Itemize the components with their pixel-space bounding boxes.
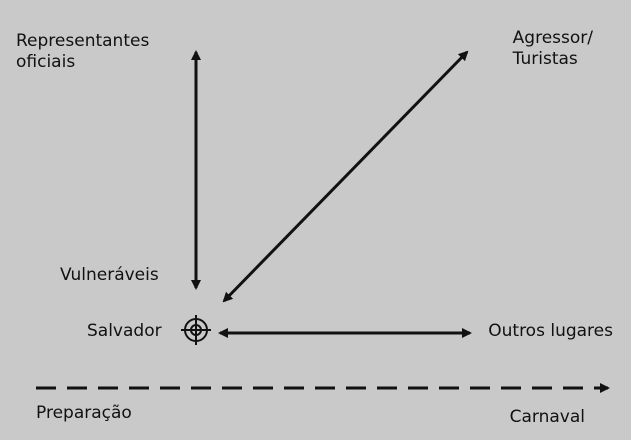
crosshair-target-icon xyxy=(181,315,211,345)
label-outros-lugares: Outros lugares xyxy=(488,321,613,341)
label-representantes-oficiais: Representantes oficiais xyxy=(16,31,149,73)
label-agressor-line1: Agressor/ xyxy=(512,28,593,48)
label-agressor-line2: Turistas xyxy=(512,49,578,69)
label-representantes-line2: oficiais xyxy=(16,52,76,72)
label-preparacao: Preparação xyxy=(36,403,132,423)
label-agressor-turistas: Agressor/ Turistas xyxy=(513,28,593,70)
label-carnaval: Carnaval xyxy=(509,407,585,427)
label-representantes-line1: Representantes xyxy=(16,31,150,51)
label-vulneraveis: Vulneráveis xyxy=(60,265,159,285)
label-salvador: Salvador xyxy=(87,321,162,341)
diagonal-double-arrow xyxy=(222,50,469,303)
